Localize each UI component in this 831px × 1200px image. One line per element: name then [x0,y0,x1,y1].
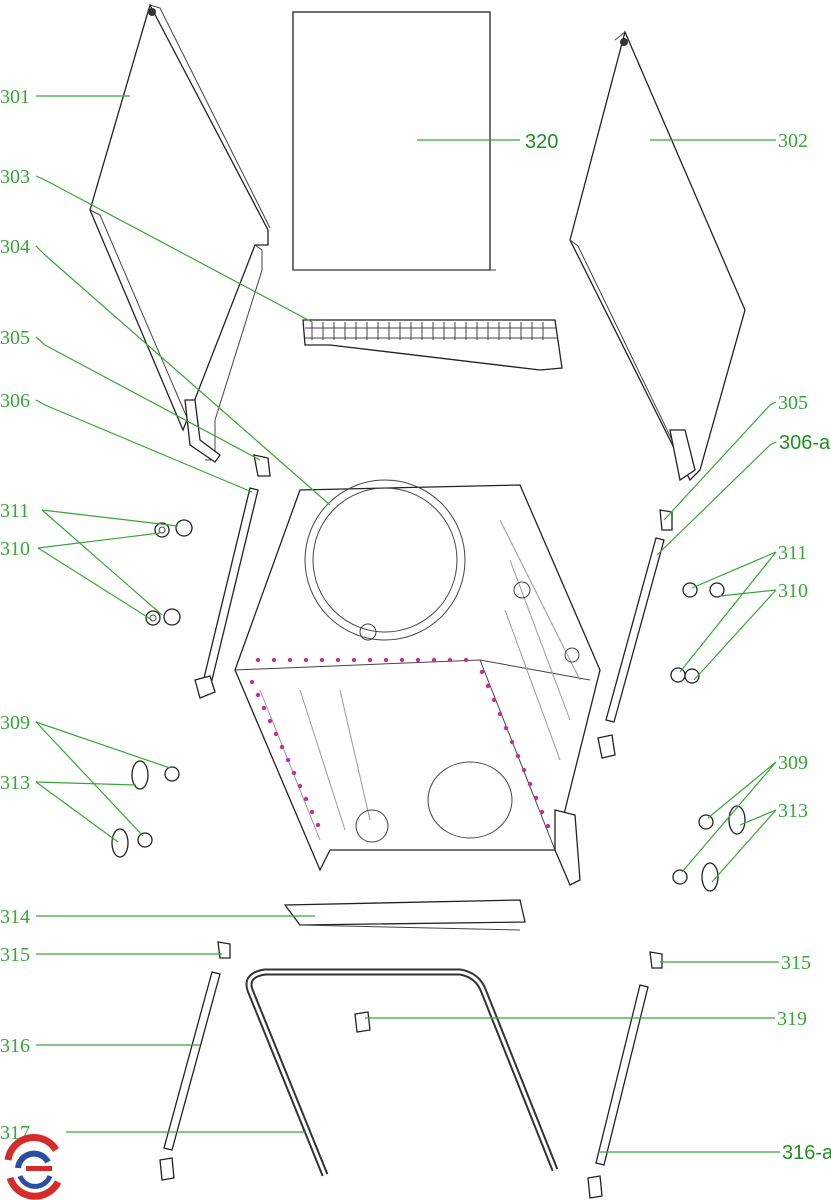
fastener-dot [267,718,273,724]
part-310-311-right-feet [670,582,725,684]
part-309-313-left [111,760,180,858]
fastener-dot [303,657,309,663]
label-311-left: 311 [0,500,29,522]
label-306: 306 [0,390,30,412]
label-302: 302 [778,130,808,152]
fastener-dot [319,657,325,663]
fastener-dot [351,657,357,663]
label-303: 303 [0,166,30,188]
part-316-left-lower-rail [159,971,221,1181]
fastener-dot [497,711,503,717]
fastener-dot [533,795,539,801]
label-305-right: 305 [778,392,808,414]
label-309-left: 309 [0,712,30,734]
label-306a: 306-a [779,432,831,454]
fastener-dot [287,657,293,663]
label-320: 320 [525,131,558,153]
label-310-left: 310 [0,538,30,560]
leader-lines [35,95,780,1153]
label-313-left: 313 [0,772,30,794]
fastener-dot [255,692,261,698]
part-314-bottom-rail [283,899,526,931]
label-305-left: 305 [0,327,30,349]
label-311-right: 311 [778,542,807,564]
part-306-left-rail [194,487,259,699]
brand-swirl-logo-icon [3,1134,63,1200]
part-317-door-gasket [245,968,559,1177]
fastener-dot [297,783,303,789]
label-309-right: 309 [778,752,808,774]
part-306a-right-rail [597,537,665,759]
fastener-dot [509,739,515,745]
part-316a-right-lower-rail [587,984,649,1199]
fastener-dot [539,809,545,815]
fastener-dot [479,669,485,675]
fastener-dot [291,770,297,776]
part-302-right-side-panel [569,30,746,482]
fastener-dot [415,657,421,663]
fastener-dot [383,657,389,663]
fastener-dot [279,744,285,750]
part-303-top-rail [302,319,563,371]
label-304: 304 [0,236,30,258]
fastener-dot [503,725,509,731]
part-315-clips [217,941,663,969]
fastener-dot [303,796,309,802]
fastener-dot [545,823,551,829]
fastener-dot [249,679,255,685]
label-316a: 316-a [782,1142,831,1164]
label-314: 314 [0,906,30,928]
part-320-rear-panel [292,11,496,271]
fastener-dot [273,731,279,737]
fastener-dot [515,753,521,759]
fastener-dot [491,697,497,703]
fastener-dot [447,657,453,663]
fastener-dot [485,683,491,689]
fastener-dot [463,657,469,663]
fastener-dot [255,657,261,663]
fastener-dot [367,657,373,663]
label-313-right: 313 [778,800,808,822]
part-304-tub [234,479,601,886]
fastener-dot [431,657,437,663]
fastener-dot [399,657,405,663]
fastener-dot [527,781,533,787]
fastener-dot [261,705,267,711]
label-319: 319 [777,1008,807,1030]
label-310-right: 310 [778,580,808,602]
fastener-dot [309,809,315,815]
fastener-dot [271,657,277,663]
fastener-dot [335,657,341,663]
fastener-dot [285,757,291,763]
part-310-311-left-feet [145,519,193,626]
label-301: 301 [0,86,30,108]
label-316: 316 [0,1035,30,1057]
part-309-313-right [672,805,746,892]
part-301-left-side-panel [89,3,271,463]
part-319-latch [354,1011,371,1033]
label-315-right: 315 [781,952,811,974]
fastener-dot [521,767,527,773]
part-labels: 301 320 302 303 304 305 306 305 306-a 31… [0,86,831,1164]
label-315-left: 315 [0,944,30,966]
fastener-dot [315,822,321,828]
